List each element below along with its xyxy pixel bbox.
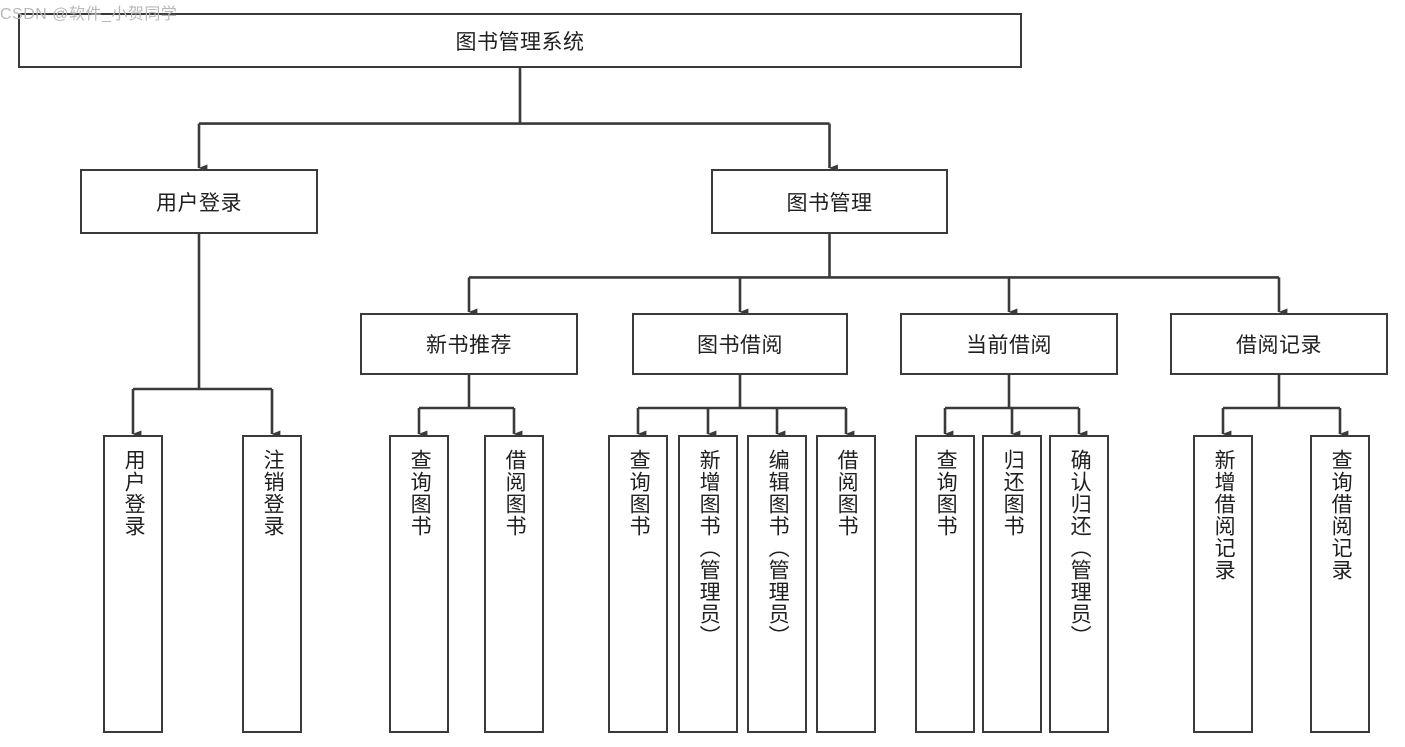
node-label: 图书借阅 — [697, 334, 783, 357]
node-leaf-borrow-book-recommend[interactable]: 借阅图书 — [484, 435, 544, 733]
node-leaf-add-borrow-record[interactable]: 新增借阅记录 — [1193, 435, 1253, 733]
node-label: 查询图书 — [408, 449, 432, 537]
node-leaf-return-book[interactable]: 归还图书 — [982, 435, 1042, 733]
node-leaf-logout-login[interactable]: 注销登录 — [242, 435, 302, 733]
node-leaf-query-book-borrow[interactable]: 查询图书 — [608, 435, 668, 733]
node-label: 新增借阅记录 — [1212, 449, 1236, 581]
node-label: 当前借阅 — [966, 334, 1052, 357]
node-label: 图书管理系统 — [455, 30, 585, 54]
node-label: 编辑图书（管理员） — [766, 449, 790, 647]
node-user-login[interactable]: 用户登录 — [80, 169, 318, 234]
node-root[interactable]: 图书管理系统 — [18, 13, 1022, 68]
node-current-borrow[interactable]: 当前借阅 — [900, 313, 1118, 375]
node-label: 查询借阅记录 — [1329, 449, 1353, 581]
node-leaf-borrow-book[interactable]: 借阅图书 — [816, 435, 876, 733]
node-leaf-query-book-recommend[interactable]: 查询图书 — [389, 435, 449, 733]
node-label: 查询图书 — [627, 449, 651, 537]
node-book-management[interactable]: 图书管理 — [711, 169, 948, 234]
node-borrow-records[interactable]: 借阅记录 — [1170, 313, 1388, 375]
node-label: 借阅记录 — [1236, 334, 1322, 357]
node-label: 借阅图书 — [503, 449, 527, 537]
node-leaf-confirm-return-admin[interactable]: 确认归还（管理员） — [1049, 435, 1109, 733]
node-label: 图书管理 — [786, 191, 873, 215]
node-book-borrow[interactable]: 图书借阅 — [632, 313, 848, 375]
node-label: 查询图书 — [934, 449, 958, 537]
node-leaf-user-login[interactable]: 用户登录 — [103, 435, 163, 733]
node-label: 归还图书 — [1001, 449, 1025, 537]
node-leaf-query-borrow-record[interactable]: 查询借阅记录 — [1310, 435, 1370, 733]
node-label: 新增图书（管理员） — [697, 449, 721, 647]
node-label: 借阅图书 — [835, 449, 859, 537]
node-label: 注销登录 — [261, 449, 285, 537]
node-leaf-add-book-admin[interactable]: 新增图书（管理员） — [678, 435, 738, 733]
csdn-watermark: CSDN @软件_小贺同学 — [0, 6, 178, 23]
node-new-book-recommend[interactable]: 新书推荐 — [360, 313, 578, 375]
node-label: 用户登录 — [122, 449, 146, 537]
node-label: 确认归还（管理员） — [1068, 449, 1092, 647]
node-label: 新书推荐 — [426, 334, 512, 357]
node-leaf-edit-book-admin[interactable]: 编辑图书（管理员） — [747, 435, 807, 733]
node-leaf-query-book-current[interactable]: 查询图书 — [915, 435, 975, 733]
node-label: 用户登录 — [156, 191, 242, 215]
